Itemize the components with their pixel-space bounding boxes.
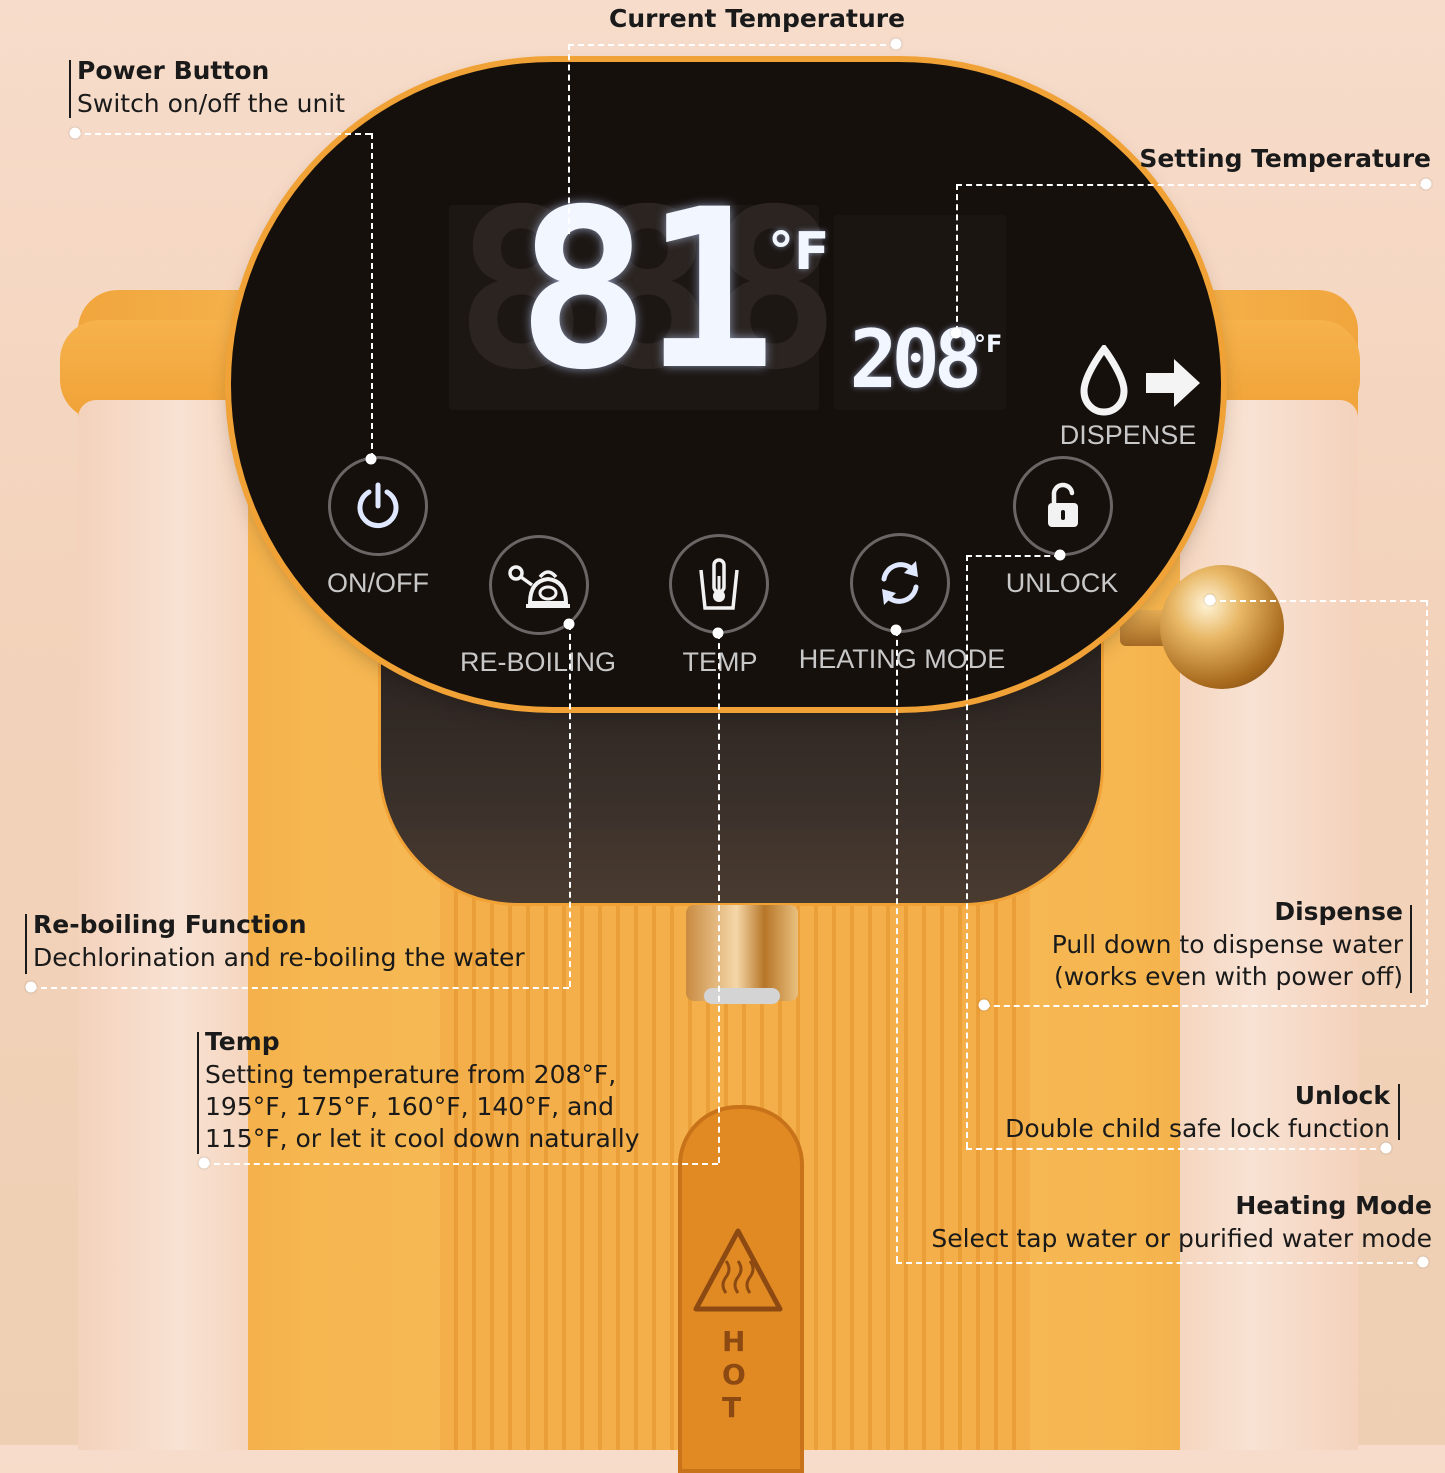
leader-line bbox=[896, 630, 898, 1262]
unlock-button[interactable] bbox=[1013, 456, 1113, 556]
callout-bar bbox=[25, 914, 27, 974]
hot-letter: O bbox=[722, 1358, 746, 1391]
power-callout-title: Power Button bbox=[77, 56, 270, 85]
leader-line bbox=[956, 184, 1426, 186]
leader-line bbox=[31, 987, 569, 989]
power-icon bbox=[357, 482, 399, 529]
spout-tip bbox=[704, 988, 780, 1004]
leader-line bbox=[1210, 600, 1426, 602]
unlock-button-label: UNLOCK bbox=[1005, 568, 1119, 598]
leader-dot bbox=[978, 999, 990, 1011]
reboil-button[interactable] bbox=[489, 535, 589, 635]
current-temperature-readout: 81 bbox=[517, 162, 776, 418]
power-button-label: ON/OFF bbox=[327, 568, 429, 598]
leader-line bbox=[966, 555, 968, 1148]
water-drop-icon bbox=[1080, 345, 1200, 416]
leader-line bbox=[956, 184, 958, 332]
temp-callout-desc: Setting temperature from 208°F, 195°F, 1… bbox=[205, 1060, 640, 1153]
unlock-callout-desc: Double child safe lock function bbox=[1005, 1114, 1390, 1143]
leader-line bbox=[204, 1163, 718, 1165]
leader-dot bbox=[1417, 1256, 1429, 1268]
dispense-callout-desc: Pull down to dispense water (works even … bbox=[1051, 930, 1403, 991]
callout-bar bbox=[1398, 1084, 1400, 1140]
callout-bar bbox=[1410, 905, 1412, 993]
leader-dot bbox=[69, 127, 81, 139]
setting-temperature-unit: °F bbox=[974, 330, 1003, 358]
dispense-callout-title: Dispense bbox=[1274, 897, 1403, 926]
kettle-icon bbox=[508, 565, 570, 608]
leader-dot bbox=[1380, 1142, 1392, 1154]
leader-line bbox=[371, 133, 373, 459]
leader-line bbox=[568, 44, 896, 46]
leader-dot bbox=[563, 618, 575, 630]
reboil-callout-title: Re-boiling Function bbox=[33, 910, 307, 939]
lcd-main-area bbox=[449, 205, 819, 410]
leader-dot bbox=[890, 624, 902, 636]
reboil-callout-desc: Dechlorination and re-boiling the water bbox=[33, 943, 525, 972]
temp-button-label: TEMP bbox=[682, 647, 758, 677]
hot-letter: T bbox=[722, 1391, 742, 1424]
leader-dot bbox=[198, 1157, 210, 1169]
leader-line bbox=[1426, 600, 1428, 1005]
side-panel-left bbox=[78, 400, 248, 1450]
heating-mode-button[interactable] bbox=[850, 533, 950, 633]
current-temperature-unit: °F bbox=[768, 222, 830, 282]
water-spout bbox=[686, 905, 798, 1001]
leader-line bbox=[568, 44, 570, 234]
heating-mode-button-label: HEATING MODE bbox=[798, 644, 1006, 674]
callout-bar bbox=[69, 60, 71, 118]
hot-letter: H bbox=[722, 1325, 746, 1358]
leader-dot bbox=[1204, 594, 1216, 606]
thermometer-icon bbox=[699, 558, 739, 610]
power-button[interactable] bbox=[328, 456, 428, 556]
temp-button[interactable] bbox=[669, 534, 769, 634]
setting-temperature-title: Setting Temperature bbox=[1139, 144, 1431, 173]
leader-line bbox=[569, 624, 571, 987]
unlock-icon bbox=[1048, 482, 1078, 527]
leader-line bbox=[75, 133, 371, 135]
heating-mode-callout-title: Heating Mode bbox=[1235, 1191, 1432, 1220]
current-temperature-title: Current Temperature bbox=[609, 4, 906, 33]
power-callout-desc: Switch on/off the unit bbox=[77, 89, 346, 118]
dispense-label: DISPENSE bbox=[1059, 420, 1197, 450]
hot-warning-icon bbox=[693, 1228, 783, 1312]
lcd-setting-area bbox=[834, 215, 1006, 410]
hot-water-window bbox=[678, 1105, 804, 1473]
heating-mode-callout-desc: Select tap water or purified water mode bbox=[931, 1224, 1432, 1253]
leader-line bbox=[984, 1005, 1426, 1007]
leader-dot bbox=[1420, 178, 1432, 190]
refresh-icon bbox=[881, 561, 919, 605]
leader-dot bbox=[950, 327, 962, 339]
lcd-ghost-segments: 888 bbox=[455, 162, 840, 418]
reboil-button-label: RE-BOILING bbox=[459, 647, 617, 677]
leader-line bbox=[718, 633, 720, 1163]
leader-dot bbox=[712, 627, 724, 639]
leader-line bbox=[896, 1262, 1423, 1264]
leader-line bbox=[966, 1148, 1386, 1150]
leader-dot bbox=[890, 38, 902, 50]
callout-bar bbox=[197, 1032, 199, 1154]
dispense-lever-knob[interactable] bbox=[1160, 565, 1284, 689]
leader-dot bbox=[1054, 549, 1066, 561]
leader-line bbox=[966, 555, 1060, 557]
temp-callout-title: Temp bbox=[205, 1027, 280, 1056]
unlock-callout-title: Unlock bbox=[1294, 1081, 1390, 1110]
leader-dot bbox=[25, 981, 37, 993]
leader-dot bbox=[365, 453, 377, 465]
